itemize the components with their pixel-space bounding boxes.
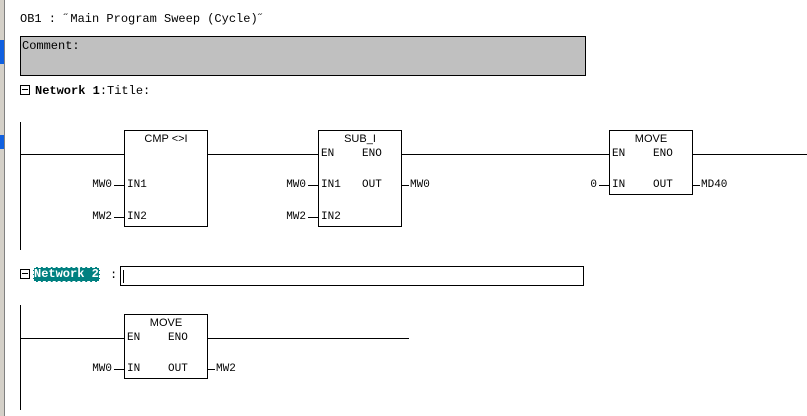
- network-title: Title:: [107, 84, 151, 98]
- move-block[interactable]: MOVE EN ENO IN OUT: [124, 314, 208, 379]
- pin-wire: [692, 185, 700, 186]
- collapse-icon[interactable]: [20, 269, 30, 279]
- rung-wire: [692, 154, 807, 155]
- power-rail: [20, 305, 21, 410]
- rung-wire: [401, 154, 609, 155]
- operand-out[interactable]: MW2: [216, 363, 236, 375]
- move-block[interactable]: MOVE EN ENO IN OUT: [609, 130, 693, 195]
- rung-wire: [207, 338, 409, 339]
- text-caret: [123, 270, 124, 283]
- operand-in1[interactable]: MW0: [286, 179, 306, 191]
- operand-in[interactable]: MW0: [92, 363, 112, 375]
- operand-out[interactable]: MD40: [701, 179, 728, 191]
- pin-eno: ENO: [168, 332, 188, 344]
- block-comment-field[interactable]: Comment:: [20, 36, 586, 76]
- operand-in2[interactable]: MW2: [286, 211, 306, 223]
- pin-wire: [114, 217, 124, 218]
- comment-label: Comment:: [22, 39, 80, 53]
- rung-wire: [20, 154, 124, 155]
- pin-in: IN: [612, 179, 626, 191]
- network-2-title-input[interactable]: [120, 266, 584, 286]
- operand-in1[interactable]: MW0: [92, 179, 112, 191]
- block-name: MOVE: [634, 133, 668, 145]
- pin-in: IN: [127, 363, 141, 375]
- network-1-header[interactable]: Network 1:Title:: [35, 84, 150, 98]
- pin-wire: [401, 185, 409, 186]
- collapse-icon[interactable]: [20, 85, 30, 95]
- separator: :: [99, 84, 108, 98]
- pin-wire: [207, 369, 215, 370]
- pin-out: OUT: [362, 179, 382, 191]
- pin-wire: [114, 369, 124, 370]
- block-name: MOVE: [149, 317, 183, 329]
- bookmark-marker[interactable]: [0, 40, 4, 64]
- left-margin-bar: [0, 0, 5, 416]
- block-name: CMP <>I: [144, 133, 188, 145]
- network-label: Network 1: [35, 84, 100, 98]
- sub-block[interactable]: SUB_I EN ENO IN1 OUT IN2: [318, 130, 402, 227]
- separator: :: [110, 268, 118, 282]
- network-2-label[interactable]: Network 2: [33, 267, 100, 282]
- cmp-block[interactable]: CMP <>I IN1 IN2: [124, 130, 208, 227]
- pin-en: EN: [127, 332, 141, 344]
- pin-en: EN: [321, 148, 335, 160]
- pin-eno: ENO: [362, 148, 382, 160]
- operand-in2[interactable]: MW2: [92, 211, 112, 223]
- operand-in[interactable]: 0: [590, 179, 597, 191]
- pin-in2: IN2: [127, 211, 147, 223]
- rung-wire: [207, 154, 318, 155]
- pin-wire: [114, 185, 124, 186]
- bookmark-marker[interactable]: [0, 135, 4, 149]
- block-title: OB1 : ˝Main Program Sweep (Cycle)˝: [20, 12, 265, 26]
- rung-wire: [20, 338, 124, 339]
- pin-out: OUT: [653, 179, 673, 191]
- pin-in1: IN1: [127, 179, 147, 191]
- pin-wire: [308, 217, 318, 218]
- pin-eno: ENO: [653, 148, 673, 160]
- power-rail: [20, 122, 21, 250]
- pin-wire: [599, 185, 609, 186]
- pin-in2: IN2: [321, 211, 341, 223]
- pin-en: EN: [612, 148, 626, 160]
- pin-in1: IN1: [321, 179, 341, 191]
- pin-wire: [308, 185, 318, 186]
- block-name: SUB_I: [344, 133, 376, 145]
- operand-out[interactable]: MW0: [410, 179, 430, 191]
- pin-out: OUT: [168, 363, 188, 375]
